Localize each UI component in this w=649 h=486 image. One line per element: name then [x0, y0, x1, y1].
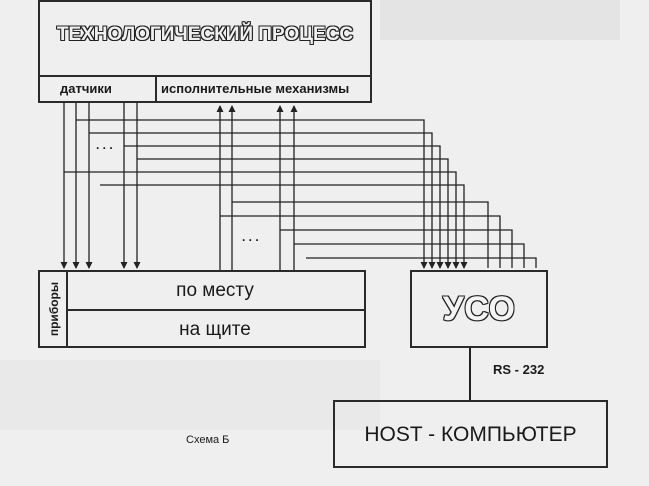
rs232-label: RS - 232 [493, 362, 545, 377]
uso-to-actuator-line [232, 201, 489, 268]
sensor-to-uso-line [76, 119, 428, 269]
actuators-label: исполнительные механизмы [161, 81, 350, 96]
sensor-to-uso-line [64, 171, 460, 269]
ellipsis-actuators: . . . [242, 230, 259, 244]
sensor-to-uso-line [89, 132, 436, 269]
uso-to-actuator-line [294, 243, 525, 268]
instruments-block: приборы по месту на щите [38, 270, 366, 348]
background-bleed [0, 360, 380, 430]
uso-to-actuator-line [306, 257, 537, 268]
host-computer-block: HOST - КОМПЬЮТЕР [333, 400, 608, 468]
uso-block: УСО [410, 270, 548, 348]
ellipsis-sensors: . . . [96, 138, 113, 152]
process-divider-vertical [155, 75, 157, 101]
panel-instruments-label: на щите [179, 319, 251, 340]
sensor-to-uso-line [137, 158, 452, 269]
figure-caption: Схема Б [186, 434, 230, 446]
process-title: ТЕХНОЛОГИЧЕСКИЙ ПРОЦЕСС [56, 24, 354, 45]
local-instruments-label: по месту [176, 280, 254, 301]
background-bleed [380, 0, 620, 40]
uso-to-actuator-line [220, 215, 501, 268]
host-computer-label: HOST - КОМПЬЮТЕР [364, 423, 577, 446]
instruments-row-divider [66, 309, 364, 311]
sensors-label: датчики [60, 81, 112, 96]
sensor-to-uso-line [124, 145, 444, 269]
uso-label: УСО [442, 290, 516, 328]
process-block: ТЕХНОЛОГИЧЕСКИЙ ПРОЦЕСС датчики исполнит… [38, 0, 372, 103]
uso-to-actuator-line [280, 229, 513, 268]
process-divider [40, 75, 370, 77]
sensor-to-uso-line [100, 184, 468, 269]
instruments-side-label: приборы [47, 281, 61, 337]
